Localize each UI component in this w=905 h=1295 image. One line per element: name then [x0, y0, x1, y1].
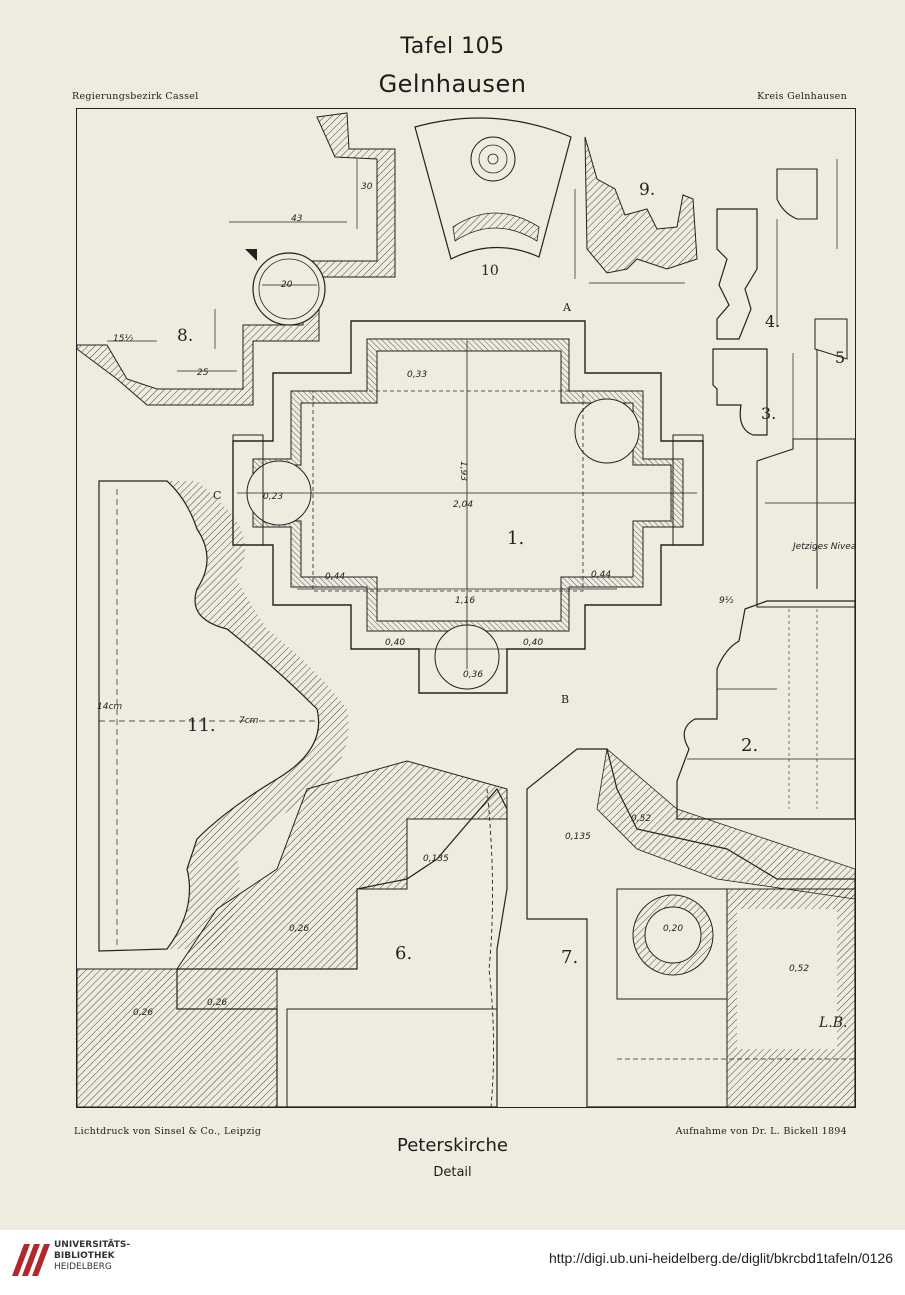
section-letter-b: B — [561, 693, 569, 706]
dim-fig11-7: 7cm — [239, 716, 259, 726]
dim-fig11-14: 14cm — [97, 702, 122, 712]
draftsman-signature: L.B. — [818, 1015, 848, 1031]
library-name-line3: HEIDELBERG — [54, 1262, 112, 1272]
dim-block-7-width: 0,52 — [631, 814, 651, 824]
figure-label-4: 4. — [765, 312, 780, 331]
dim-circle: 0,20 — [663, 924, 683, 934]
dim-right-offset: 0,44 — [591, 570, 611, 580]
figure-3-profile — [712, 348, 855, 608]
section-letter-c: C — [213, 489, 221, 502]
dim-lower-left: 0,40 — [385, 638, 405, 648]
library-logo-icon[interactable] — [10, 1236, 50, 1282]
section-letter-a: A — [562, 301, 572, 314]
dim-fig8-30: 30 — [361, 182, 373, 192]
dim-block-6-a: 0,26 — [289, 924, 309, 934]
figure-label-5: 5 — [835, 348, 845, 367]
figure-11-profile — [98, 480, 349, 952]
dim-main-width: 1,93 — [458, 461, 468, 481]
dim-main-length: 2,04 — [453, 500, 473, 510]
dim-fig8-20: 20 — [281, 280, 293, 290]
dim-block-6-c: 0,26 — [207, 998, 227, 1008]
figure-6-block — [77, 760, 508, 1107]
plate-subtitle: Detail — [433, 1165, 472, 1180]
dim-top: 0,33 — [407, 370, 427, 380]
dim-block-6-b: 0,26 — [133, 1008, 153, 1018]
church-title: Peterskirche — [396, 1135, 508, 1156]
dim-block-7-small: 0,135 — [565, 832, 591, 842]
figure-label-10: 10 — [481, 263, 499, 279]
dim-block-6-small: 0,135 — [423, 854, 449, 864]
figure-7-block — [486, 748, 855, 1107]
figure-label-11: 11. — [187, 715, 216, 736]
dim-fig2-13: 9½ — [719, 596, 734, 606]
figure-label-8: 8. — [177, 326, 193, 346]
place-title: Gelnhausen — [378, 70, 527, 98]
figure-9-profile — [574, 136, 698, 284]
library-name: UNIVERSITÄTS- BIBLIOTHEK HEIDELBERG — [54, 1240, 130, 1273]
dim-fig8-25: 25 — [197, 368, 209, 378]
dim-left-offset: 0,44 — [325, 572, 345, 582]
library-name-line1: UNIVERSITÄTS- — [54, 1240, 131, 1250]
region-label: Regierungsbezirk Cassel — [72, 91, 199, 102]
figure-label-6: 6. — [395, 943, 412, 964]
figure-label-7: 7. — [561, 947, 578, 968]
architectural-drawing: 1. 2. 3. 4. 5 6. 7. 8. 9. 10 11. A B C 1… — [76, 108, 856, 1108]
library-footer: UNIVERSITÄTS- BIBLIOTHEK HEIDELBERG http… — [0, 1230, 905, 1295]
dim-lower-right: 0,40 — [523, 638, 543, 648]
dim-left-circle: 0,23 — [263, 492, 283, 502]
figure-2-base — [676, 600, 855, 820]
figure-label-3: 3. — [761, 404, 776, 423]
figure-1-pier-plan — [232, 320, 704, 694]
dim-inner: 1,16 — [455, 596, 475, 606]
plate-page: Tafel 105 Gelnhausen Regierungsbezirk Ca… — [72, 34, 856, 1180]
figure-label-1: 1. — [507, 528, 524, 549]
source-url-link[interactable]: http://digi.ub.uni-heidelberg.de/diglit/… — [548, 1250, 893, 1266]
dim-fig8-43: 43 — [291, 214, 303, 224]
figure-label-9: 9. — [639, 180, 655, 200]
annotation-niveau: Jetziges Niveau — [791, 542, 855, 552]
figure-8-molding — [77, 112, 396, 406]
printer-credit: Lichtdruck von Sinsel & Co., Leipzig — [74, 1126, 262, 1137]
figure-10-rosette — [414, 117, 572, 260]
author-credit: Aufnahme von Dr. L. Bickell 1894 — [675, 1126, 847, 1137]
figure-4-profile — [716, 159, 848, 589]
dim-block-7-height: 0,52 — [789, 964, 809, 974]
plate-number: Tafel 105 — [400, 34, 505, 59]
library-name-line2: BIBLIOTHEK — [54, 1251, 115, 1261]
dim-fig8-15: 15½ — [113, 334, 133, 344]
dim-bottom-circle: 0,36 — [463, 670, 483, 680]
figure-label-2: 2. — [741, 735, 758, 756]
district-label: Kreis Gelnhausen — [757, 91, 847, 102]
